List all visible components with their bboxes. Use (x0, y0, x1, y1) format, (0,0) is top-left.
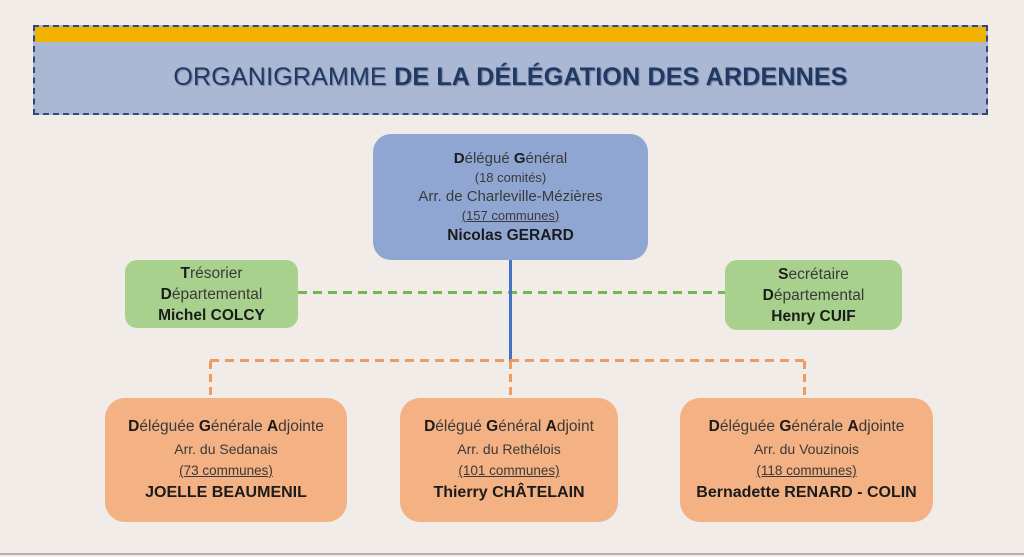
node-communes: (73 communes) (179, 463, 273, 478)
page-title: ORGANIGRAMME DE LA DÉLÉGATION DES ARDENN… (35, 42, 986, 113)
header-banner: ORGANIGRAMME DE LA DÉLÉGATION DES ARDENN… (33, 25, 988, 115)
node-communes: (101 communes) (458, 463, 560, 478)
node-communes: (118 communes) (756, 463, 857, 478)
node-arrondissement: Arr. de Charleville-Mézières (418, 187, 603, 205)
node-person-name: Henry CUIF (771, 307, 856, 325)
node-delegue-general: Délégué Général (18 comités) Arr. de Cha… (373, 134, 648, 260)
connector-blue-vertical (509, 260, 512, 361)
connector-orange-dashed-horizontal (210, 359, 806, 362)
node-role-2: Départemental (762, 286, 865, 304)
node-person-name: Michel COLCY (158, 306, 265, 324)
node-communes: (157 communes) (461, 207, 560, 223)
connector-orange-drop-right (803, 361, 806, 398)
node-arrondissement: Arr. du Rethélois (457, 441, 561, 457)
node-adjoint-vouzinois: Déléguée Générale Adjointe Arr. du Vouzi… (680, 398, 933, 522)
node-role: Délégué Général Adjoint (424, 418, 594, 435)
node-person-name: Nicolas GERARD (447, 226, 574, 244)
header-accent-bar (35, 27, 986, 42)
node-person-name: Bernadette RENARD - COLIN (696, 484, 917, 501)
node-role-2: Départemental (160, 285, 263, 303)
node-role: Trésorier (180, 264, 243, 282)
node-adjoint-sedanais: Déléguée Générale Adjointe Arr. du Sedan… (105, 398, 347, 522)
node-comites: (18 comités) (474, 169, 547, 185)
node-tresorier-departemental: Trésorier Départemental Michel COLCY (125, 260, 298, 328)
page-title-bold: DE LA DÉLÉGATION DES ARDENNES (394, 63, 848, 91)
node-adjoint-rethelois: Délégué Général Adjoint Arr. du Rethéloi… (400, 398, 618, 522)
node-role: Déléguée Générale Adjointe (708, 418, 905, 435)
bottom-edge-rule (0, 553, 1024, 555)
node-arrondissement: Arr. du Sedanais (174, 441, 278, 457)
node-arrondissement: Arr. du Vouzinois (753, 441, 860, 457)
node-role: Secrétaire (778, 265, 849, 283)
node-person-name: Thierry CHÂTELAIN (433, 484, 585, 501)
node-secretaire-departemental: Secrétaire Départemental Henry CUIF (725, 260, 902, 330)
node-role: Déléguée Générale Adjointe (128, 418, 324, 435)
connector-orange-drop-center (509, 361, 512, 398)
node-role: Délégué Général (453, 149, 568, 167)
connector-orange-drop-left (209, 361, 212, 398)
node-person-name: JOELLE BEAUMENIL (145, 484, 307, 501)
page-title-regular: ORGANIGRAMME (173, 63, 395, 91)
